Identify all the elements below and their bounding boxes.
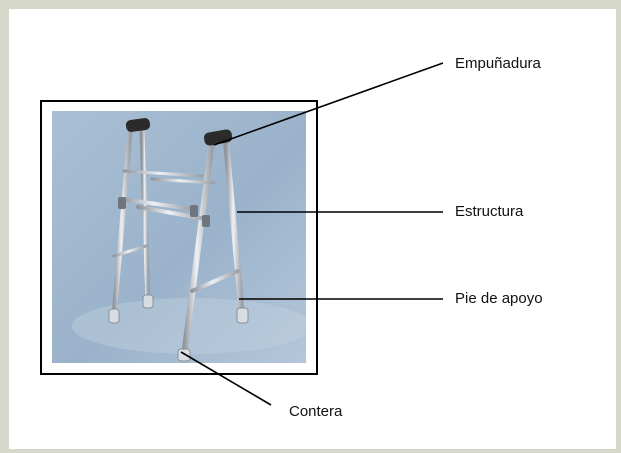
- label-contera: Contera: [289, 403, 343, 420]
- label-pie-de-apoyo: Pie de apoyo: [455, 290, 543, 307]
- rubber-tips: [108, 294, 249, 362]
- hinge-details: [118, 197, 210, 227]
- walker-back-frame: [111, 130, 204, 319]
- leader-contera: [180, 351, 272, 406]
- leader-empunadura: [213, 62, 444, 146]
- label-estructura: Estructura: [455, 203, 524, 220]
- walker-front-frame: [136, 138, 245, 359]
- label-empunadura: Empuñadura: [455, 55, 541, 72]
- walker-photo: [52, 111, 306, 363]
